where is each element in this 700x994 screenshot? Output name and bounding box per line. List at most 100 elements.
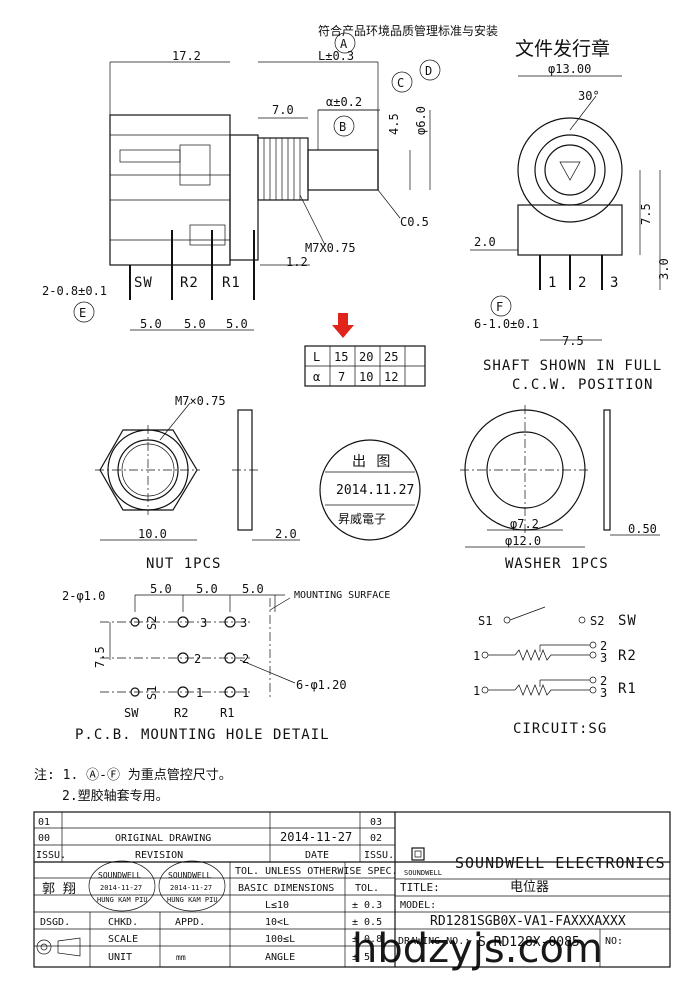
dim-shaft-dia: φ6.0 <box>414 106 428 135</box>
pcb-label-s1: S1 <box>145 686 159 700</box>
approval-stamp-2a: 2014-11-27 <box>100 884 142 892</box>
table-cell: L <box>313 350 320 364</box>
table-cell: α <box>313 370 320 384</box>
front-view: φ13.00 30° 7.5 3.0 2.0 6-1.0±0.1 7.5 1 2… <box>470 62 671 393</box>
approval-stamp-3b: HUNG KAM PIU <box>167 896 218 904</box>
tb-model-label: MODEL: <box>400 900 436 911</box>
tb-tol-unless: TOL. UNLESS OTHERWISE SPEC. <box>235 866 398 877</box>
nut-thickness: 2.0 <box>275 527 297 541</box>
tb-logo-text: SOUNDWELL <box>404 869 442 877</box>
dim-pin-length: 3.0 <box>657 258 671 280</box>
title-block: 01 00 03 02 ORIGINAL DRAWING 2014-11-27 … <box>33 811 671 968</box>
tb-r2-tol: ± 0.5 <box>352 917 382 928</box>
tb-basic-dims: BASIC DIMENSIONS <box>238 883 334 894</box>
approval-stamp: SOUNDWELL 2014-11-27 HUNG KAM PIU SOUNDW… <box>88 860 226 912</box>
pin-label-r1: R1 <box>222 275 241 291</box>
tb-angle: ANGLE <box>265 952 295 963</box>
front-pitch: 7.5 <box>562 334 584 348</box>
tb-rev-03: 03 <box>370 817 382 828</box>
chamfer-label: C0.5 <box>400 215 429 229</box>
front-pin-1: 1 <box>548 275 557 291</box>
dim-shaft-flat-dia: 4.5 <box>387 113 401 135</box>
side-view: 17.2 L±0.3 7.0 α±0.2 4.5 φ6.0 C0.5 M7X0.… <box>42 32 441 331</box>
marker-c: C <box>397 76 404 90</box>
projection-symbol-icon <box>36 937 81 957</box>
pcb-label-r1: R1 <box>220 706 234 720</box>
pcb-pitch-1: 5.0 <box>150 582 172 596</box>
front-pin-2: 2 <box>578 275 587 291</box>
nut-thread: M7×0.75 <box>175 394 226 408</box>
marker-b: B <box>339 120 346 134</box>
tb-model-value: RD1281SGB0X-VA1-FAXXXAXXX <box>430 914 626 929</box>
tb-rev-01: 01 <box>38 817 50 828</box>
circuit-s1: S1 <box>478 614 492 628</box>
tb-r3-tol: ± 0.8 <box>352 934 382 945</box>
tb-issu-1: ISSU. <box>36 850 66 861</box>
pcb-label-1b: 1 <box>242 686 249 700</box>
angle-label: 30° <box>578 89 600 103</box>
dim-height: 7.5 <box>639 203 653 225</box>
pin-pitch-3: 5.0 <box>226 317 248 331</box>
washer-view: φ7.2 φ12.0 0.50 WASHER 1PCS <box>460 405 660 572</box>
nut-caption: NUT 1PCS <box>146 556 221 572</box>
circuit-p3a: 3 <box>600 651 607 665</box>
circuit-r1: R1 <box>618 681 637 697</box>
stamp-line-1: 出 图 <box>352 454 391 470</box>
circuit-p2b: 2 <box>600 674 607 688</box>
front-pin-3: 3 <box>610 275 619 291</box>
tb-unit: UNIT <box>108 952 132 963</box>
dim-body-dia: φ13.00 <box>548 62 591 76</box>
note-2: 2.塑胶轴套专用。 <box>62 788 169 804</box>
pin-dim: 2-0.8±0.1 <box>42 284 107 298</box>
release-stamp-title: 文件发行章 <box>515 38 610 60</box>
washer-outer: φ12.0 <box>505 534 541 548</box>
highlight-arrow-icon <box>332 313 354 338</box>
pcb-label-1a: 1 <box>196 686 203 700</box>
watermark: hbdzyjs.com <box>352 926 603 972</box>
dim-shaft-flat: 7.0 <box>272 103 294 117</box>
pcb-label-2b: 2 <box>242 652 249 666</box>
pcb-caption: P.C.B. MOUNTING HOLE DETAIL <box>75 727 330 743</box>
table-cell: 15 <box>334 350 348 364</box>
tb-appd: APPD. <box>175 917 205 928</box>
tb-date: DATE <box>305 850 329 861</box>
circuit-p1b: 1 <box>473 684 480 698</box>
dim-L: L±0.3 <box>318 49 354 63</box>
circuit-p3b: 3 <box>600 686 607 700</box>
dim-overall: 17.2 <box>172 49 201 63</box>
table-cell: 20 <box>359 350 373 364</box>
issue-stamp: 出 图 2014.11.27 昇威電子 <box>319 439 421 541</box>
marker-f: F <box>496 300 503 314</box>
approval-stamp-2b: 2014-11-27 <box>170 884 212 892</box>
pcb-label-r2: R2 <box>174 706 188 720</box>
thread-label: M7X0.75 <box>305 241 356 255</box>
nut-view: M7×0.75 10.0 2.0 NUT 1PCS <box>95 394 300 572</box>
soundwell-logo-icon <box>411 847 425 861</box>
approval-stamp-1a: SOUNDWELL <box>98 871 142 880</box>
shaft-caption-2: C.C.W. POSITION <box>512 377 653 393</box>
tb-scale: SCALE <box>108 934 138 945</box>
table-cell: 10 <box>359 370 373 384</box>
pin-label-sw: SW <box>134 275 153 291</box>
washer-caption: WASHER 1PCS <box>505 556 609 572</box>
pcb-pitch-3: 5.0 <box>242 582 264 596</box>
tb-tol: TOL. <box>355 883 379 894</box>
tb-r2-dim: 10<L <box>265 917 289 928</box>
tb-r1-tol: ± 0.3 <box>352 900 382 911</box>
table-cell: 25 <box>384 350 398 364</box>
pcb-label-3a: 3 <box>200 616 207 630</box>
tb-title-value: 电位器 <box>510 880 549 895</box>
tb-original-drawing: ORIGINAL DRAWING <box>115 833 211 844</box>
tb-title-label: TITLE: <box>400 881 440 894</box>
tb-drawing-no-label: DRAWING NO.: <box>398 936 470 947</box>
nut-width: 10.0 <box>138 527 167 541</box>
tb-drafter: 郭 翔 <box>42 881 76 897</box>
tb-rev-00: 00 <box>38 833 50 844</box>
dim-1-2: 1.2 <box>286 255 308 269</box>
dim-alpha: α±0.2 <box>326 95 362 109</box>
shaft-caption-1: SHAFT SHOWN IN FULL <box>483 358 662 374</box>
circuit-r2: R2 <box>618 648 637 664</box>
tb-issu-2: ISSU. <box>364 850 394 861</box>
